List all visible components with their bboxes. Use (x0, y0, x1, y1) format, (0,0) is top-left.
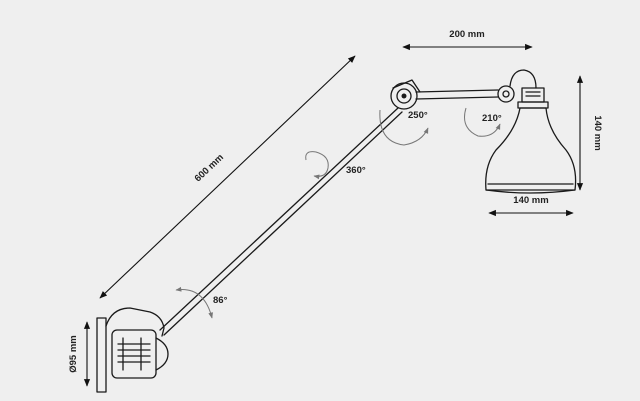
rotation-arc-arm (305, 151, 329, 180)
rotation-arc-shade (464, 107, 501, 137)
dimension-label-base-diameter: Ø95 mm (68, 335, 79, 373)
angle-label-arm: 360° (346, 165, 366, 176)
base-socket (111, 329, 157, 379)
dimension-arrow-arm-length (99, 55, 356, 299)
wall-plate (96, 317, 107, 393)
shade-cap (521, 87, 545, 103)
dimension-label-shade-height: 140 mm (592, 115, 603, 150)
rotation-arc-elbow (379, 109, 429, 146)
dimension-label-shade-bottom-width: 140 mm (513, 195, 548, 206)
dimension-label-shade-top-width: 200 mm (449, 29, 484, 40)
angle-label-shade: 210° (482, 113, 502, 124)
angle-label-elbow: 250° (408, 110, 428, 121)
dimension-label-arm-length: 600 mm (193, 152, 226, 184)
long-arm (159, 107, 399, 331)
wall-bracket (105, 307, 165, 337)
angle-label-base: 86° (213, 295, 228, 306)
short-arm (415, 89, 499, 93)
rotation-arc-base (175, 286, 214, 319)
lamp-drawing (96, 69, 577, 393)
shade-joint (497, 85, 515, 103)
